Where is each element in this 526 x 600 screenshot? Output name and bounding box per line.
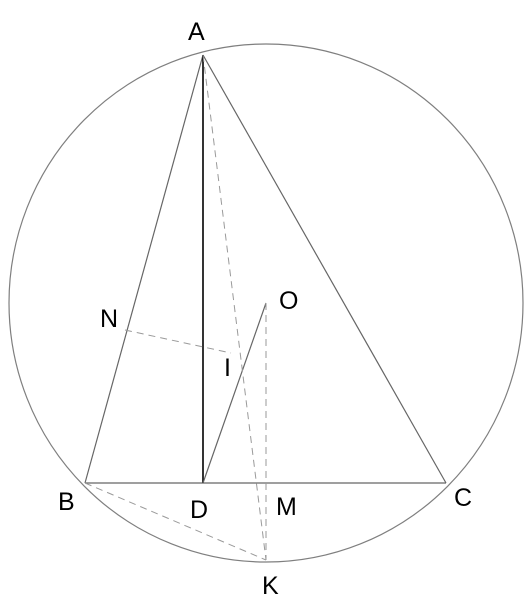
label-D: D	[190, 496, 208, 524]
segment-BK	[84, 482, 267, 561]
label-I: I	[224, 354, 231, 382]
label-N: N	[100, 305, 118, 333]
segment-AK	[202, 54, 267, 561]
label-M: M	[276, 493, 297, 521]
segment-AB	[84, 54, 204, 484]
segment-DO	[202, 302, 267, 484]
label-B: B	[58, 488, 75, 516]
circumcircle	[8, 43, 524, 563]
label-A: A	[188, 18, 205, 46]
label-C: C	[454, 484, 472, 512]
segment-AC	[202, 54, 447, 484]
label-K: K	[262, 572, 279, 600]
segment-NI	[124, 329, 232, 354]
label-O: O	[279, 287, 298, 315]
